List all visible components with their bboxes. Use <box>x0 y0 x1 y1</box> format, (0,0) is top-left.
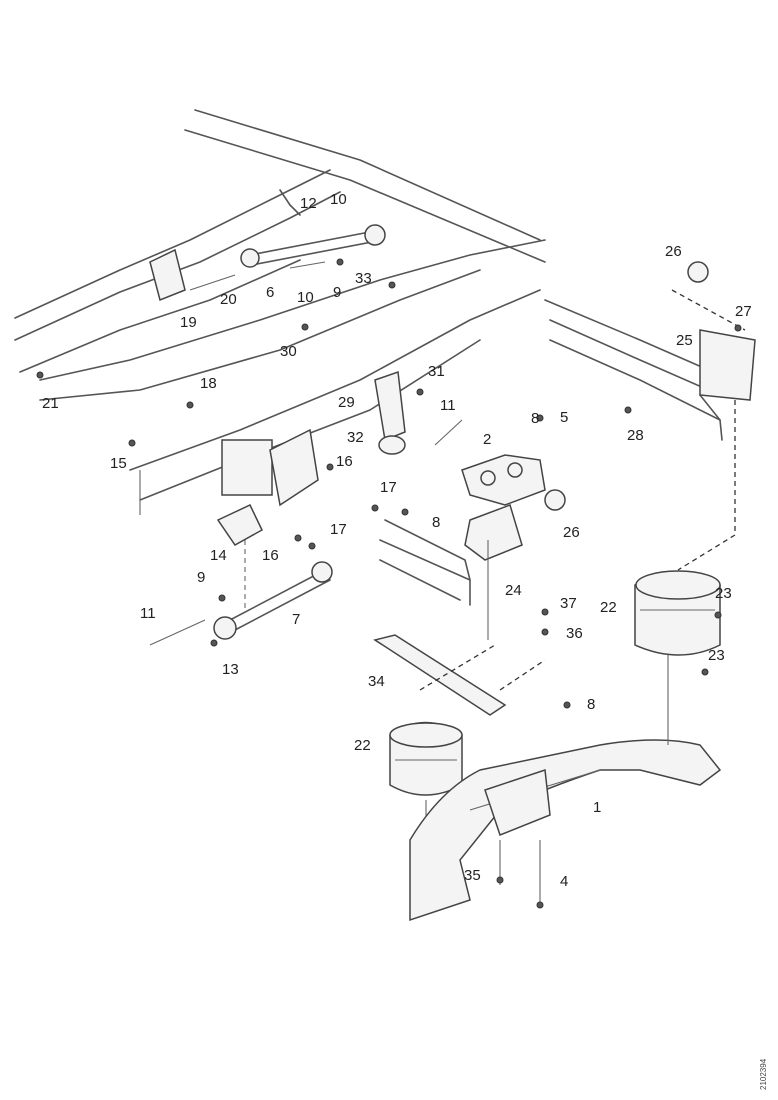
callout-28: 28 <box>627 427 644 444</box>
callout-17a: 17 <box>380 479 397 496</box>
callout-16a: 16 <box>336 453 353 470</box>
center-brackets <box>374 370 566 561</box>
cross-link <box>373 540 546 716</box>
callout-8b: 8 <box>587 696 595 713</box>
callout-36: 36 <box>566 625 583 642</box>
callout-23b: 23 <box>708 647 725 664</box>
rear-bracket <box>671 261 756 401</box>
callout-35: 35 <box>464 867 481 884</box>
callout-6: 6 <box>266 284 274 301</box>
callout-37: 37 <box>560 595 577 612</box>
callout-8c: 8 <box>531 410 539 427</box>
callout-25: 25 <box>676 332 693 349</box>
callout-19: 19 <box>180 314 197 331</box>
chassis-frame <box>14 109 723 606</box>
callout-9a: 9 <box>333 284 341 301</box>
callout-10b: 10 <box>297 289 314 306</box>
callout-29: 29 <box>338 394 355 411</box>
callout-9b: 9 <box>197 569 205 586</box>
callout-12: 12 <box>300 195 317 212</box>
callout-33: 33 <box>355 270 372 287</box>
callout-2: 2 <box>483 431 491 448</box>
air-spring-right <box>634 400 736 656</box>
callout-13: 13 <box>222 661 239 678</box>
callout-27: 27 <box>735 303 752 320</box>
callout-18: 18 <box>200 375 217 392</box>
callout-labels: 1 2 4 5 6 7 8 8 8 9 9 10 10 11 11 12 13 … <box>42 191 752 890</box>
callout-31: 31 <box>428 363 445 380</box>
callout-15: 15 <box>110 455 127 472</box>
callout-8a: 8 <box>432 514 440 531</box>
callout-16b: 16 <box>262 547 279 564</box>
callout-4: 4 <box>560 873 568 890</box>
callout-22b: 22 <box>354 737 371 754</box>
callout-32: 32 <box>347 429 364 446</box>
air-spring-left <box>389 721 463 885</box>
callout-14: 14 <box>210 547 227 564</box>
callout-11a: 11 <box>440 397 456 414</box>
callout-10a: 10 <box>330 191 347 208</box>
callout-7: 7 <box>292 611 300 628</box>
callout-17b: 17 <box>330 521 347 538</box>
upper-rod-assembly <box>149 224 386 302</box>
lower-rod-assembly <box>149 540 333 646</box>
callout-22a: 22 <box>600 599 617 616</box>
fasteners <box>36 258 742 909</box>
callout-30: 30 <box>280 343 297 360</box>
drawing-code: 2102394 <box>759 1058 768 1090</box>
trailing-arm <box>409 655 722 922</box>
callout-23a: 23 <box>715 585 732 602</box>
callout-11b: 11 <box>140 605 156 622</box>
callout-5: 5 <box>560 409 568 426</box>
callout-21: 21 <box>42 395 59 412</box>
callout-24: 24 <box>505 582 522 599</box>
callout-26a: 26 <box>665 243 682 260</box>
callout-1: 1 <box>593 799 601 816</box>
callout-20: 20 <box>220 291 237 308</box>
callout-26b: 26 <box>563 524 580 541</box>
callout-34: 34 <box>368 673 385 690</box>
